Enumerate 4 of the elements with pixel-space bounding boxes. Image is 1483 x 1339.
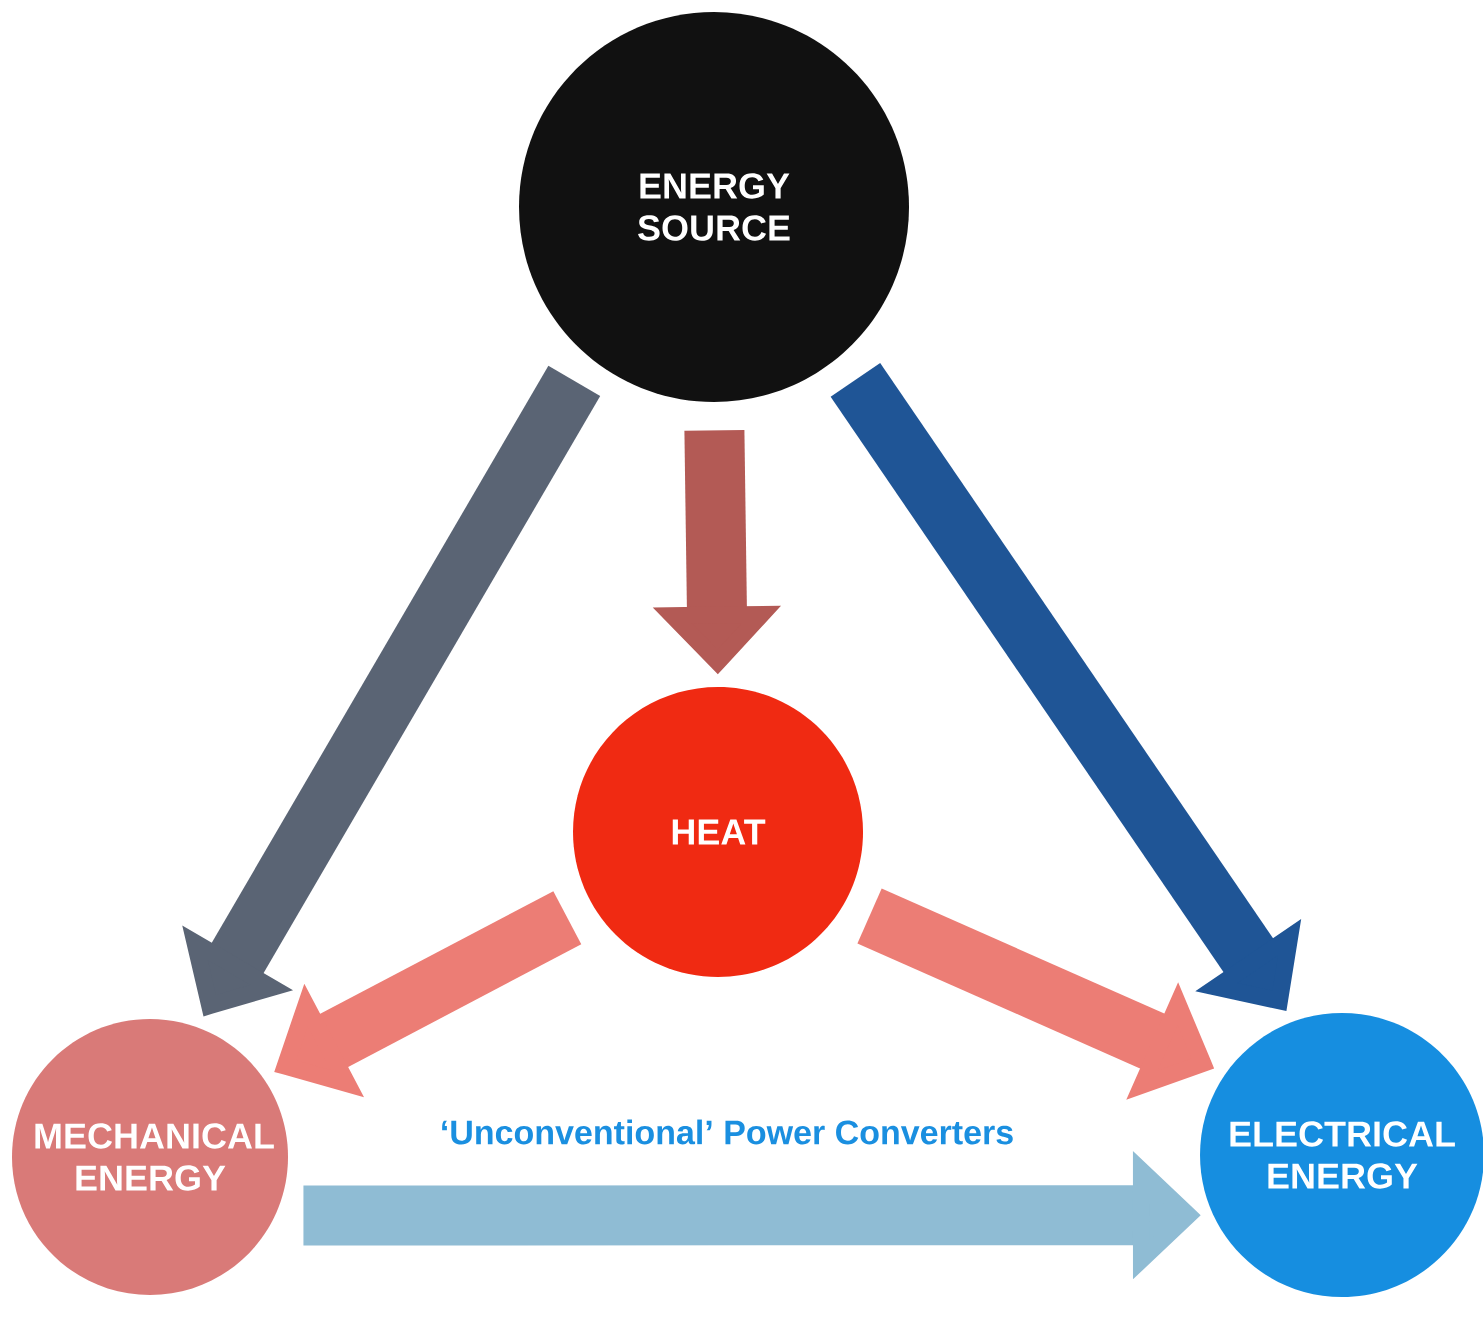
- circle-node: ENERGY SOURCE: [519, 12, 909, 402]
- circle-node: HEAT: [573, 687, 863, 977]
- title: ‘Unconventional’ Power Converters: [442, 1119, 1013, 1145]
- circle-node: MECHANICAL ENERGY: [12, 1019, 288, 1295]
